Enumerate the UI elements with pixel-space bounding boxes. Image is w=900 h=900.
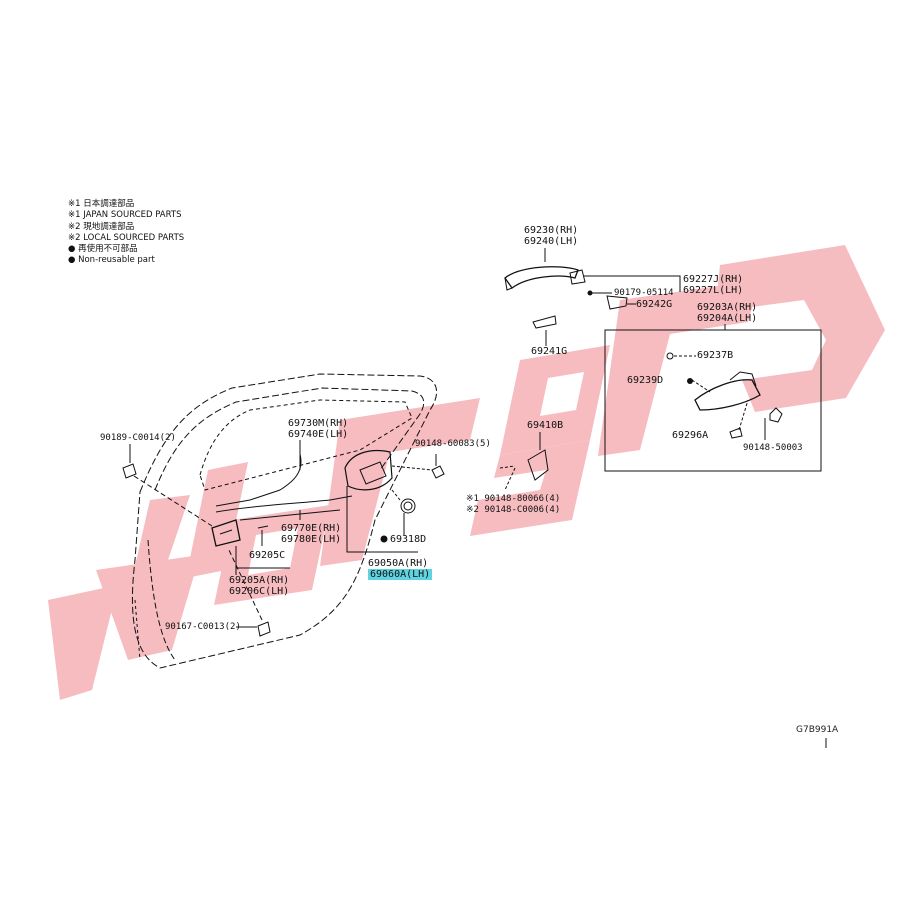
part-label-69204A: 69204A(LH) bbox=[697, 313, 758, 324]
cap-shape bbox=[400, 498, 416, 514]
door-lock-detail bbox=[219, 529, 233, 535]
legend-line: ※1 JAPAN SOURCED PARTS bbox=[68, 210, 182, 221]
part-label-69205C: 69205C bbox=[249, 550, 286, 561]
door-outline bbox=[131, 373, 438, 669]
part-label-69780E: 69780E(LH) bbox=[281, 534, 342, 545]
part-label-69205A: 69205A(RH) bbox=[229, 575, 290, 586]
part-label-69060A: 69060A(LH) bbox=[368, 569, 433, 580]
inner-handle-shape bbox=[344, 449, 393, 491]
part-label-69730M: 69730M(RH) bbox=[288, 418, 349, 429]
cap-inner bbox=[403, 501, 413, 511]
part-label-69237B: 69237B bbox=[697, 350, 734, 361]
bolt-shape bbox=[769, 407, 783, 423]
door-glass-outline bbox=[199, 399, 413, 491]
watermark-shape bbox=[135, 495, 190, 566]
door-window-frame bbox=[154, 387, 425, 491]
outside-handle-end bbox=[504, 277, 513, 291]
legend-line: ● Non-reusable part bbox=[68, 255, 155, 266]
part-label-69241G: 69241G bbox=[531, 346, 568, 357]
part-label-90148-80066: ※1 90148-80066(4) bbox=[466, 494, 561, 504]
part-label-69296A: 69296A bbox=[672, 430, 709, 441]
part-label-90179: 90179-05114 bbox=[614, 288, 674, 298]
part-label-69227J: 69227J(RH) bbox=[683, 274, 744, 285]
leader-line bbox=[391, 465, 433, 471]
leader-line bbox=[133, 475, 213, 527]
screw-shape bbox=[122, 463, 137, 479]
bracket-shape bbox=[606, 295, 628, 310]
leader-line bbox=[499, 465, 516, 469]
legend-line: ※2 現地調達部品 bbox=[68, 221, 135, 232]
watermark-shape bbox=[598, 280, 760, 456]
diagram-code: G7B991A bbox=[796, 725, 839, 735]
non-reusable-dot bbox=[380, 535, 388, 543]
watermark-shape bbox=[320, 398, 480, 566]
part-label-90148-C0006: ※2 90148-C0006(4) bbox=[466, 505, 561, 515]
part-label-90148-50003: 90148-50003 bbox=[743, 443, 803, 453]
part-label-69227L: 69227L(LH) bbox=[683, 285, 744, 296]
leader-line bbox=[738, 399, 749, 431]
part-label-69740E: 69740E(LH) bbox=[288, 429, 349, 440]
leader-line bbox=[346, 486, 418, 553]
handle-frame-box bbox=[604, 329, 822, 472]
lock-bracket-shape bbox=[527, 449, 549, 481]
watermark-shape bbox=[470, 440, 590, 536]
pad-shape bbox=[532, 315, 557, 329]
screw-shape bbox=[431, 465, 445, 479]
non-reusable-dot bbox=[587, 290, 593, 296]
part-label-69242G: 69242G bbox=[636, 299, 673, 310]
part-label-69770E: 69770E(RH) bbox=[281, 523, 342, 534]
watermark-shape bbox=[715, 245, 885, 412]
leader-line bbox=[584, 275, 681, 292]
cable-shape bbox=[215, 495, 353, 513]
handle-frame-shape bbox=[694, 379, 761, 411]
screw-shape bbox=[666, 352, 674, 360]
leader-line bbox=[504, 467, 516, 491]
legend-line: ※1 日本調達部品 bbox=[68, 199, 135, 209]
part-label-69318D: 69318D bbox=[390, 534, 427, 545]
legend-line: ※2 LOCAL SOURCED PARTS bbox=[68, 232, 185, 243]
cable-shape bbox=[215, 453, 302, 507]
handle-cover-shape bbox=[569, 269, 586, 285]
part-label-69240: 69240(LH) bbox=[524, 236, 579, 247]
part-label-90189: 90189-C0014(2) bbox=[100, 433, 176, 443]
part-label-69206C: 69206C(LH) bbox=[229, 586, 290, 597]
clip-shape bbox=[729, 427, 743, 439]
watermark-hole bbox=[248, 528, 298, 575]
handle-frame-detail bbox=[729, 371, 757, 387]
leader-line bbox=[227, 547, 263, 621]
door-edge bbox=[134, 599, 141, 661]
part-label-90167: 90167-C0013(2) bbox=[165, 622, 241, 632]
watermark-shape bbox=[186, 462, 248, 578]
part-label-69203A: 69203A(RH) bbox=[697, 302, 758, 313]
door-edge bbox=[147, 539, 176, 661]
watermark-shape bbox=[96, 555, 200, 660]
highlighted-part: 69060A(LH) bbox=[368, 569, 433, 580]
door-lock-shape bbox=[211, 519, 241, 547]
leader-line bbox=[691, 379, 711, 393]
non-reusable-dot bbox=[687, 378, 693, 384]
watermark-shape bbox=[48, 585, 118, 700]
part-label-69239D: 69239D bbox=[627, 375, 664, 386]
part-label-69050A: 69050A(RH) bbox=[368, 558, 429, 569]
cable-shape bbox=[239, 509, 341, 521]
legend: ※1 日本調達部品 ※1 JAPAN SOURCED PARTS ※2 現地調達… bbox=[68, 199, 184, 267]
watermark-hole bbox=[540, 372, 584, 416]
part-label-69410B: 69410B bbox=[527, 420, 564, 431]
rod-shape bbox=[257, 525, 269, 529]
part-label-90148-60083: 90148-60083(5) bbox=[415, 439, 491, 449]
legend-line: ● 再使用不可部品 bbox=[68, 244, 138, 255]
inner-handle-detail bbox=[359, 461, 387, 485]
part-label-69230: 69230(RH) bbox=[524, 225, 579, 236]
screw-shape bbox=[257, 621, 271, 637]
outside-handle-shape bbox=[504, 266, 579, 289]
leader-line bbox=[391, 489, 401, 501]
